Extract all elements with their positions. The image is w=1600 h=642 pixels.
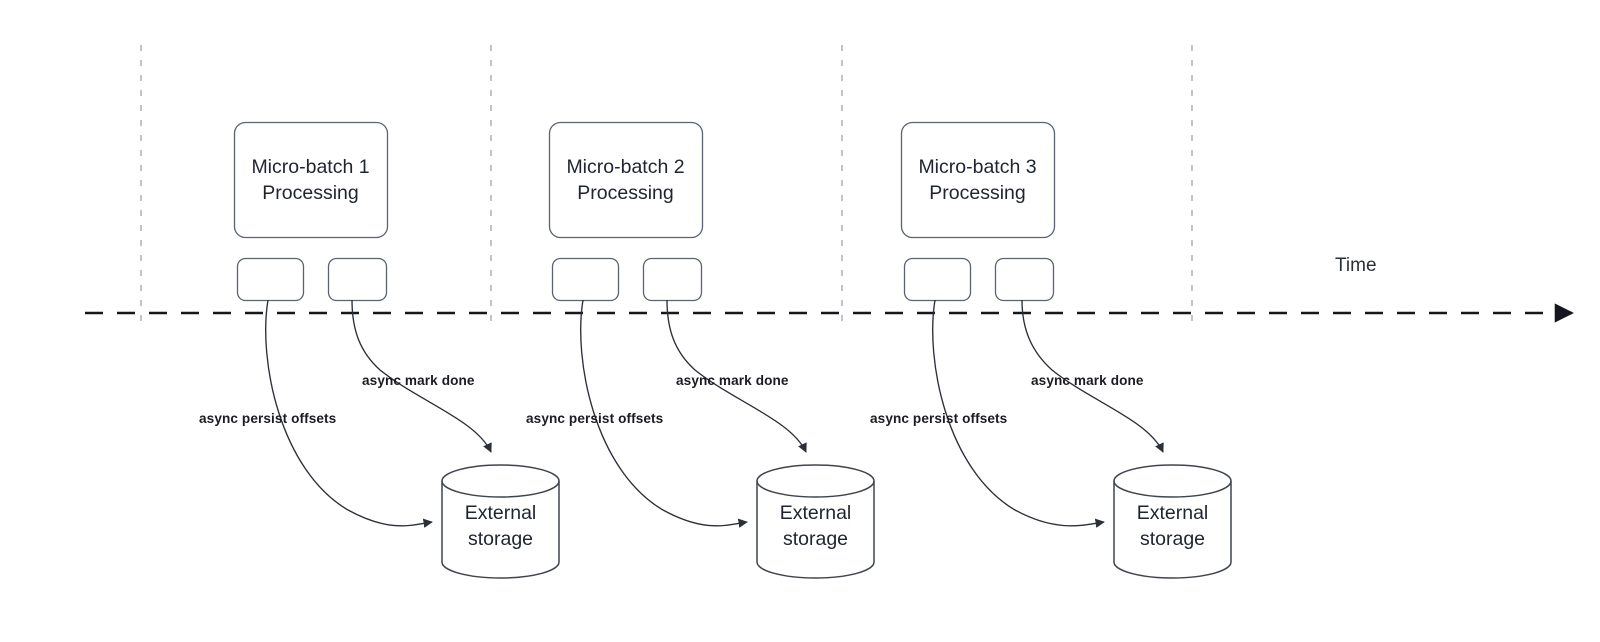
task-box-3-2[interactable] (994, 257, 1055, 302)
external-storage-cylinder-3[interactable] (1113, 464, 1232, 579)
external-storage-cylinder-2[interactable] (756, 464, 875, 579)
edge-persist-offsets-3 (932, 299, 1105, 528)
task-box-1-2[interactable] (327, 257, 388, 302)
edge-label-persist-offsets-1: async persist offsets (199, 411, 337, 426)
task-box-1-1[interactable] (236, 257, 305, 302)
micro-batch-box-2[interactable] (548, 121, 704, 239)
cylinder-top-ellipse-3 (1113, 480, 1232, 498)
task-box-2-2[interactable] (642, 257, 703, 302)
diagram-edges (265, 299, 1164, 528)
external-storage-cylinder-1[interactable] (441, 464, 560, 579)
edge-label-mark-done-1: async mark done (362, 373, 475, 388)
task-box-2-1[interactable] (551, 257, 620, 302)
task-box-3-1[interactable] (903, 257, 972, 302)
micro-batch-box-3[interactable] (900, 121, 1056, 239)
time-tick-lines (140, 45, 1193, 322)
edge-persist-offsets-1 (265, 299, 433, 528)
edge-mark-done-3 (1021, 299, 1164, 453)
diagram-shapes (233, 121, 1232, 579)
edge-mark-done-2 (666, 299, 807, 453)
edge-label-persist-offsets-3: async persist offsets (870, 411, 1008, 426)
cylinder-top-ellipse-1 (441, 480, 560, 498)
cylinder-top-ellipse-2 (756, 480, 875, 498)
edge-label-persist-offsets-2: async persist offsets (526, 411, 664, 426)
micro-batch-box-1[interactable] (233, 121, 389, 239)
edge-persist-offsets-2 (580, 299, 748, 528)
edge-label-mark-done-3: async mark done (1031, 373, 1144, 388)
edge-label-mark-done-2: async mark done (676, 373, 789, 388)
edge-mark-done-1 (351, 299, 492, 453)
time-axis-label: Time (1335, 255, 1377, 276)
